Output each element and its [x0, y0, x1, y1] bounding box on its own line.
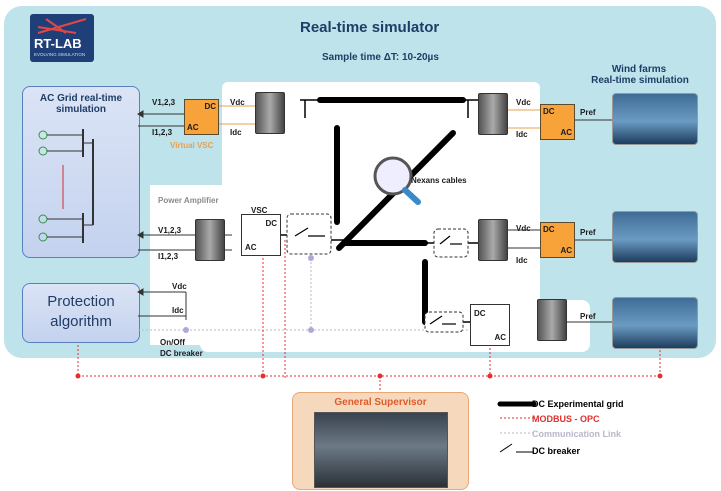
logo-text: RT-LAB — [34, 36, 82, 51]
idc-1: Idc — [230, 128, 242, 137]
v123-bottom: V1,2,3 — [158, 226, 182, 235]
server-2 — [478, 93, 508, 135]
onoff-line2: DC breaker — [160, 349, 203, 358]
magnifier-icon — [373, 156, 421, 205]
server-4 — [537, 299, 567, 341]
idc-prot: Idc — [172, 306, 184, 315]
i123-top: I1,2,3 — [152, 128, 173, 137]
breaker-area — [200, 300, 590, 352]
vdc-2: Vdc — [516, 98, 531, 107]
vdc-3: Vdc — [516, 224, 531, 233]
nexans-label: Nexans cables — [411, 176, 467, 185]
legend-breaker: DC breaker — [532, 446, 581, 456]
protection-line-1: Protection — [47, 293, 115, 310]
vsc-label: VSC — [251, 206, 268, 215]
idc-2: Idc — [516, 130, 528, 139]
wind-farm-3 — [612, 297, 698, 349]
pref-2: Pref — [580, 228, 596, 237]
onoff-line1: On/Off — [160, 338, 185, 347]
legend-dc-grid: DC Experimental grid — [532, 399, 624, 409]
ac-grid-title-1: AC Grid real-time — [39, 93, 123, 104]
wind-converter-3: DC AC — [470, 304, 510, 346]
simulator-title: Real-time simulator — [300, 19, 440, 36]
idc-3: Idc — [516, 256, 528, 265]
conv3-dc: DC — [543, 225, 555, 234]
logo-subtext: EVOLVING SIMULATION — [34, 52, 86, 57]
protection-panel: Protection algorithm — [22, 283, 140, 343]
pref-1: Pref — [580, 108, 596, 117]
conv2-ac: AC — [560, 128, 572, 137]
conv2-dc: DC — [543, 107, 555, 116]
ac-grid-panel: AC Grid real-time simulation — [22, 86, 140, 258]
virtual-vsc-converter: DC AC — [184, 99, 219, 135]
server-1 — [255, 92, 285, 134]
protection-line-2: algorithm — [50, 313, 112, 330]
ac-grid-title-2: simulation — [55, 104, 106, 115]
legend-symbols — [497, 401, 537, 453]
legend-modbus: MODBUS - OPC — [532, 414, 600, 424]
logo-graphic — [37, 18, 87, 34]
legend-comm: Communication Link — [532, 429, 622, 439]
sample-time: Sample time ΔT: 10-20µs — [322, 52, 439, 63]
rt-lab-logo: RT-LAB EVOLVING SIMULATION — [30, 14, 94, 62]
conv1-dc: DC — [204, 102, 216, 111]
vsc-converter: DC AC — [241, 214, 281, 256]
pref-3: Pref — [580, 312, 596, 321]
v123-top: V1,2,3 — [152, 98, 176, 107]
wind-converter-1: DC AC — [540, 104, 575, 140]
wind-converter-2: DC AC — [540, 222, 575, 258]
power-amplifier-label: Power Amplifier — [158, 196, 219, 205]
power-amplifier-server — [195, 219, 225, 261]
vdc-prot: Vdc — [172, 282, 187, 291]
supervisor-title: General Supervisor — [334, 397, 427, 408]
conv1-ac: AC — [187, 123, 199, 132]
ac-grid-schematic — [38, 129, 94, 243]
conv4-ac: AC — [245, 243, 257, 252]
virtual-vsc-label: Virtual VSC — [170, 141, 214, 150]
conv5-ac: AC — [494, 333, 506, 342]
conv3-ac: AC — [560, 246, 572, 255]
wind-farm-2 — [612, 211, 698, 263]
conv4-dc: DC — [265, 219, 277, 228]
i123-bottom: I1,2,3 — [158, 252, 179, 261]
control-room-photo — [314, 412, 448, 488]
wind-title-1: Wind farms — [611, 64, 667, 75]
server-3 — [478, 219, 508, 261]
conv5-dc: DC — [474, 309, 486, 318]
vdc-1: Vdc — [230, 98, 245, 107]
wind-farm-1 — [612, 93, 698, 145]
wind-title-2: Real-time simulation — [591, 75, 689, 86]
